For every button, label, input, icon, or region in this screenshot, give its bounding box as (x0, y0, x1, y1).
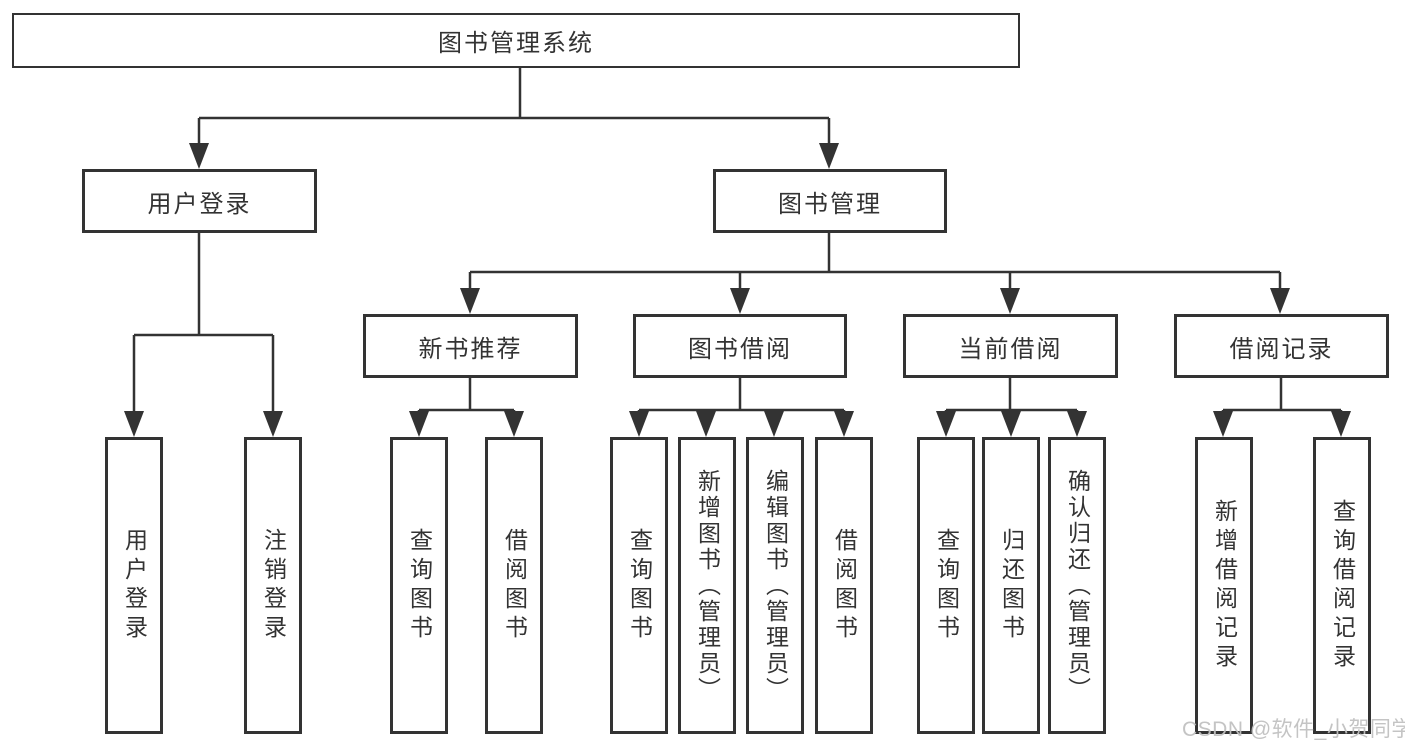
leaf-query-books-current: 查询图书 (917, 437, 975, 734)
leaf-borrow-books-recommend: 借阅图书 (485, 437, 543, 734)
leaf-add-book-admin: 新增图书（管理员） (678, 437, 736, 734)
leaf-query-books-current-label: 查询图书 (933, 527, 960, 644)
leaf-edit-book-admin-label: 编辑图书（管理员） (762, 468, 789, 703)
leaf-edit-book-admin: 编辑图书（管理员） (746, 437, 804, 734)
leaf-add-borrow-record: 新增借阅记录 (1195, 437, 1253, 734)
node-library-system: 图书管理系统 (12, 13, 1020, 68)
node-book-borrowing: 图书借阅 (633, 314, 847, 378)
leaf-confirm-return-admin: 确认归还（管理员） (1048, 437, 1106, 734)
leaf-query-books-recommend: 查询图书 (390, 437, 448, 734)
leaf-borrow-books: 借阅图书 (815, 437, 873, 734)
node-book-management: 图书管理 (713, 169, 947, 233)
leaf-borrow-books-recommend-label: 借阅图书 (501, 527, 528, 644)
leaf-query-books-borrow-label: 查询图书 (626, 527, 653, 644)
leaf-logout-label: 注销登录 (260, 527, 287, 644)
leaf-query-borrow-record-label: 查询借阅记录 (1329, 498, 1356, 673)
csdn-watermark: CSDN @软件_小贺同学 (1182, 718, 1405, 741)
connector-shafts (132, 68, 1343, 414)
leaf-query-books-recommend-label: 查询图书 (406, 527, 433, 644)
leaf-query-books-borrow: 查询图书 (610, 437, 668, 734)
node-new-book-recommendation: 新书推荐 (363, 314, 578, 378)
leaf-return-book: 归还图书 (982, 437, 1040, 734)
leaf-borrow-books-label: 借阅图书 (831, 527, 858, 644)
node-borrowing-records: 借阅记录 (1174, 314, 1389, 378)
leaf-user-login: 用户登录 (105, 437, 163, 734)
leaf-logout: 注销登录 (244, 437, 302, 734)
arrowheads (124, 143, 1351, 437)
leaf-return-book-label: 归还图书 (998, 527, 1025, 644)
leaf-add-borrow-record-label: 新增借阅记录 (1211, 498, 1238, 673)
leaf-add-book-admin-label: 新增图书（管理员） (694, 468, 721, 703)
leaf-confirm-return-admin-label: 确认归还（管理员） (1064, 468, 1091, 703)
node-user-login: 用户登录 (82, 169, 317, 233)
leaf-query-borrow-record: 查询借阅记录 (1313, 437, 1371, 734)
leaf-user-login-label: 用户登录 (121, 527, 148, 644)
node-current-borrowing: 当前借阅 (903, 314, 1118, 378)
